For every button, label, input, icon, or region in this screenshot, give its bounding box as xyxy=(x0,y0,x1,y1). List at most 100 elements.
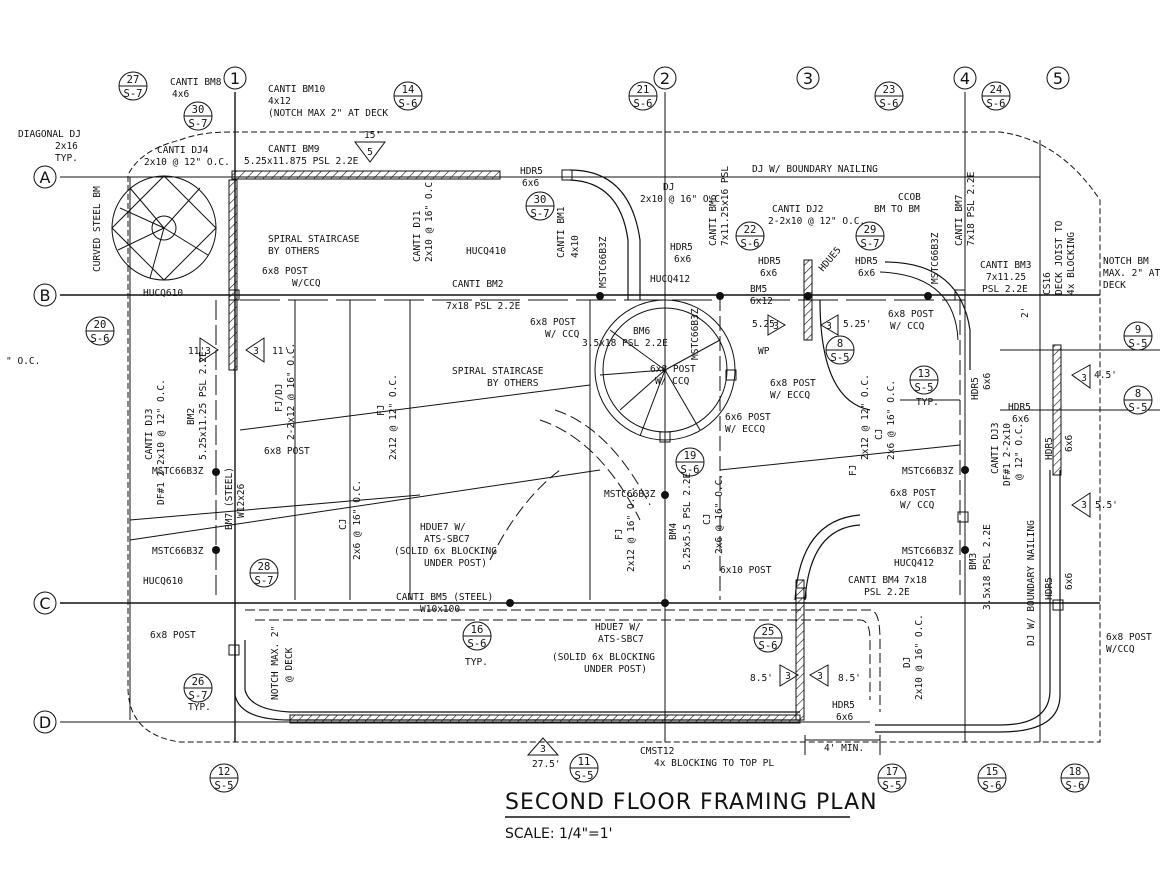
detail-sheet: S-6 xyxy=(468,638,487,650)
label-hdr5-b-size: 6x6 xyxy=(674,254,691,265)
label-canti-bm1: CANTI BM1 xyxy=(556,206,567,258)
label-canti-bm6: CANTI BM6 xyxy=(708,194,719,246)
tri-3b: 3 xyxy=(253,346,259,357)
detail-number: 20 xyxy=(94,319,107,331)
detail-number: 30 xyxy=(534,194,547,206)
grid-col-3: 3 xyxy=(803,69,813,88)
detail-sheet: S-6 xyxy=(634,98,653,110)
label-typ-a: TYP. xyxy=(916,397,939,408)
label-bm3-spec-lbl: 3.5x18 PSL 2.2E xyxy=(982,524,993,610)
grid-col-4: 4 xyxy=(960,69,970,88)
detail-callout-d11: 11S-5 xyxy=(569,753,599,783)
detail-sheet: S-7 xyxy=(189,690,208,702)
detail-number: 25 xyxy=(762,626,775,638)
detail-number: 30 xyxy=(192,104,205,116)
label-fjdj-spec: 2-2x12 @ 16" O.C. xyxy=(286,343,297,440)
label-post-6x8-e-w: W/ ECCQ xyxy=(770,390,810,401)
label-by-others-1: BY OTHERS xyxy=(268,246,320,257)
label-solid-a: (SOLID 6x BLOCKING xyxy=(394,546,497,557)
drawing-scale: SCALE: 1/4"=1' xyxy=(505,826,613,842)
detail-sheet: S-6 xyxy=(880,98,899,110)
label-mstc-c: MSTC66B3Z xyxy=(604,489,656,500)
label-canti-bm2: CANTI BM2 xyxy=(452,279,503,290)
label-post-6x8-d-w: W/ CCQ xyxy=(655,376,690,387)
label-canti-bm7: CANTI BM7 xyxy=(954,195,965,246)
label-bm2-spec: 7x18 PSL 2.2E xyxy=(446,301,521,312)
label-bm2-left-spec: 5.25x11.25 PSL 2.2E xyxy=(198,351,209,460)
label-canti-bm10-size: 4x12 xyxy=(268,96,291,107)
label-canti-bm3: CANTI BM3 xyxy=(980,260,1031,271)
label-dj-top: DJ xyxy=(663,182,674,193)
label-post-6x8-c-w: W/ CCQ xyxy=(890,321,925,332)
label-blocking-4x: 4x BLOCKING xyxy=(1066,232,1077,295)
detail-number: 13 xyxy=(918,368,931,380)
label-post-6x8-b-w: W/ CCQ xyxy=(545,329,580,340)
label-deck: DECK xyxy=(1103,280,1126,291)
detail-sheet: S-7 xyxy=(531,208,550,220)
label-d525-b: 5.25' xyxy=(843,319,872,330)
grid-col-2: 2 xyxy=(660,69,670,88)
label-solid-b: (SOLID 6x BLOCKING xyxy=(552,652,655,663)
label-spiral-2: SPIRAL STAIRCASE xyxy=(452,366,544,377)
detail-sheet: S-6 xyxy=(1066,780,1085,792)
label-w10x100: W10x100 xyxy=(420,604,460,615)
label-post-6x6-f: 6x6 POST xyxy=(725,412,771,423)
label-bm3-spec: 7x11.25 xyxy=(986,272,1026,283)
label-block-top: 4x BLOCKING TO TOP PL xyxy=(654,758,774,769)
label-post-6x8-b: 6x8 POST xyxy=(530,317,576,328)
detail-number: 9 xyxy=(1135,324,1141,336)
label-diag-typ: TYP. xyxy=(55,153,78,164)
detail-callout-d16: 16S-6 xyxy=(462,621,492,651)
label-canti-dj2: CANTI DJ2 xyxy=(772,204,823,215)
detail-callout-d15: 15S-6 xyxy=(977,763,1007,793)
label-post-6x8-i: 6x8 POST xyxy=(150,630,196,641)
label-hdr5-h-size: 6x6 xyxy=(1064,573,1075,590)
detail-sheet: S-7 xyxy=(255,575,274,587)
grid-row-A: A xyxy=(40,168,51,187)
label-hdr5-i-size: 6x6 xyxy=(836,712,853,723)
tri-3f: 3 xyxy=(785,671,791,682)
detail-callout-d19: 19S-6 xyxy=(675,447,705,477)
detail-number: 8 xyxy=(1135,388,1141,400)
label-post-6x8-j: 6x8 POST xyxy=(1106,632,1152,643)
label-mstc-r1: MSTC66B3Z xyxy=(902,466,954,477)
detail-callout-d26: 26S-7 xyxy=(183,673,213,703)
label-fj-dj: FJ/DJ xyxy=(274,383,285,412)
detail-number: 16 xyxy=(471,624,484,636)
detail-callout-d17: 17S-5 xyxy=(877,763,907,793)
label-hdue5: HDUE5 xyxy=(817,245,844,274)
label-fj-b: FJ xyxy=(614,529,625,540)
label-canti-bm8: CANTI BM8 xyxy=(170,77,222,88)
label-mstc-top: MSTC66B3Z xyxy=(598,236,609,288)
label-wp: WP xyxy=(758,346,770,357)
label-fj-a: FJ xyxy=(376,405,387,416)
label-dj3-spec: DF#1 2-2x10 @ 12" O.C. xyxy=(156,379,167,505)
label-dim-2: 2' xyxy=(1020,307,1031,318)
detail-number: 11 xyxy=(578,756,591,768)
label-cs16: CS16 xyxy=(1042,272,1053,295)
label-four-min: 4' MIN. xyxy=(824,743,864,754)
label-hdr5-e-size: 6x6 xyxy=(982,373,993,390)
label-mstc-mid: MSTC66B3Z xyxy=(690,308,701,360)
detail-number: 15 xyxy=(986,766,999,778)
label-bm4b-spec: 7x18 xyxy=(904,575,927,586)
detail-callout-d13: 13S-5 xyxy=(909,365,939,395)
tri-3e: 3 xyxy=(540,744,546,755)
grid-row-B: B xyxy=(40,286,51,305)
building-outline xyxy=(127,131,1101,743)
detail-callout-d18: 18S-6 xyxy=(1060,763,1090,793)
beam-bm7-left xyxy=(228,179,238,371)
label-hucq412-b: HUCQ412 xyxy=(894,558,934,569)
label-hdr5-a-size: 6x6 xyxy=(522,178,539,189)
detail-callout-d8b: 8S-5 xyxy=(1123,385,1153,415)
label-hdr5-a: HDR5 xyxy=(520,166,543,177)
label-hucq410: HUCQ410 xyxy=(466,246,506,257)
label-bm3-spec2: PSL 2.2E xyxy=(982,284,1028,295)
label-bm4b-spec2: PSL 2.2E xyxy=(864,587,910,598)
grid-row-C: C xyxy=(39,594,50,613)
label-canti-dj1: CANTI DJ1 xyxy=(412,210,423,262)
label-dj3b-spec: DF#1 2-2x10 xyxy=(1002,423,1013,486)
label-canti-bm10: CANTI BM10 xyxy=(268,84,325,95)
label-fj-a-spec: 2x12 @ 12" O.C. xyxy=(388,374,399,460)
